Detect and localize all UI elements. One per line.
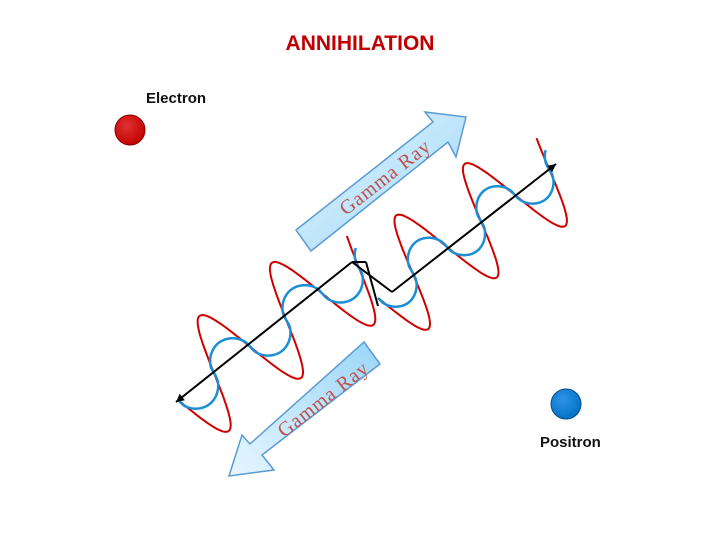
lower-gamma-arrow <box>227 340 382 477</box>
upper-gamma-arrow <box>294 111 467 253</box>
propagation-axes <box>175 163 557 403</box>
axis-connector-2 <box>365 261 379 307</box>
axis-arrowhead-lower <box>176 393 185 402</box>
wave-group <box>177 137 568 433</box>
lower-gamma-label: Gamma Ray <box>274 357 374 442</box>
positron-particle-icon <box>550 388 582 420</box>
electron-particle-icon <box>114 114 146 146</box>
electron-label: Electron <box>146 90 207 107</box>
axis-connector-1 <box>351 261 393 293</box>
upper-gamma-label: Gamma Ray <box>336 135 436 220</box>
red-wave-upper <box>377 137 568 331</box>
axis-line-upper <box>391 163 557 293</box>
axis-line-lower <box>175 261 353 403</box>
page-title: ANNIHILATION <box>285 32 435 55</box>
blue-wave-lower <box>177 247 365 410</box>
blue-wave-upper <box>377 149 555 308</box>
red-wave-lower <box>177 235 377 433</box>
positron-label: Positron <box>540 434 601 451</box>
axis-arrowhead-upper <box>547 164 556 173</box>
